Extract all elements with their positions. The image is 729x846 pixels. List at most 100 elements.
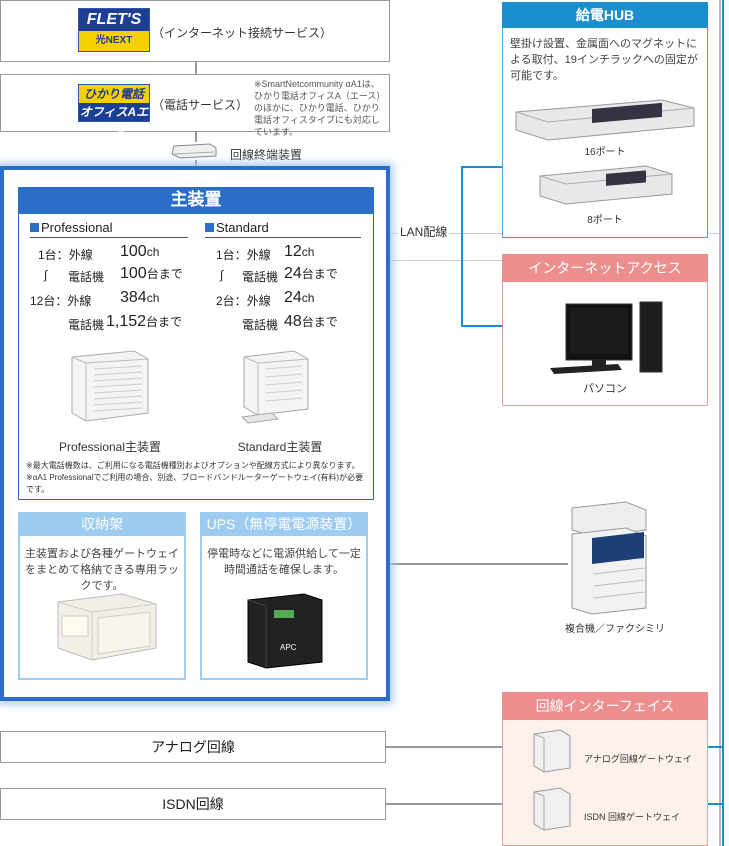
std-row2-val: 24台まで xyxy=(284,265,338,283)
pro-row4-item: 電話機 xyxy=(68,316,104,333)
pro-row2-count: ∫ xyxy=(44,268,48,282)
hikari-logo-top: ひかり電話 xyxy=(79,85,149,103)
hikari-box xyxy=(0,74,390,132)
link-hub-horizontal xyxy=(461,166,503,168)
pro-row4-val: 1,152台まで xyxy=(106,313,182,331)
std-row4-item: 電話機 xyxy=(242,316,278,333)
std-row1: 1台：外線 xyxy=(216,246,271,263)
isdn-line-box: ISDN回線 xyxy=(0,788,386,820)
link-hub-pc-vertical xyxy=(461,166,463,326)
standard-device-image xyxy=(238,347,318,427)
std-row1-item: 外線 xyxy=(246,248,271,262)
professional-device-image xyxy=(64,347,154,427)
ups-image: APC xyxy=(242,590,326,670)
std-row1-count: 1台： xyxy=(216,248,247,262)
flets-logo: FLET'S 光NEXT xyxy=(78,8,150,52)
line-interface-title: 回線インターフェイス xyxy=(502,692,708,720)
mfp-caption: 複合機／ファクシミリ xyxy=(565,624,665,635)
std-row3-value: 24 xyxy=(284,289,302,306)
hub-title: 給電HUB xyxy=(502,2,708,28)
internet-title: インターネットアクセス xyxy=(502,254,708,282)
pro-row2-item-text: 電話機 xyxy=(68,270,105,284)
link-lan-bottom xyxy=(390,260,502,261)
main-title: 主装置 xyxy=(18,187,374,213)
pc-image xyxy=(548,298,668,378)
standard-caption: Standard主装置 xyxy=(237,440,323,454)
std-row2-unit: 台まで xyxy=(301,267,338,281)
pro-row3-count: 12台： xyxy=(30,294,68,308)
pro-row2-unit: 台まで xyxy=(146,267,183,281)
std-row2-value: 24 xyxy=(284,265,302,282)
professional-heading: Professional xyxy=(30,220,113,235)
pro-row3-value: 384 xyxy=(120,289,147,306)
analog-gateway-image xyxy=(530,726,574,774)
ups-brand: APC xyxy=(280,643,297,652)
onu-device-icon xyxy=(170,142,218,160)
pro-row3: 12台：外線 xyxy=(30,292,91,309)
std-row1-unit: ch xyxy=(301,245,315,259)
std-row4-value: 48 xyxy=(284,313,302,330)
flets-box xyxy=(0,0,390,62)
link-right-vertical xyxy=(719,0,721,846)
pro-row1-val: 100ch xyxy=(120,243,159,261)
pro-row3-item: 外線 xyxy=(67,294,92,308)
link-analog xyxy=(386,746,536,748)
std-row2: ∫ xyxy=(220,268,223,282)
pro-row2-item: 電話機 xyxy=(68,268,104,285)
standard-heading-text: Standard xyxy=(216,220,269,235)
hikari-label: （電話サービス） xyxy=(152,98,249,112)
professional-divider xyxy=(30,237,188,238)
standard-divider xyxy=(205,237,361,238)
mfp-image xyxy=(566,500,652,616)
link-isdn xyxy=(386,803,536,805)
hikari-logo-bottom: オフィスAエース xyxy=(79,103,149,137)
pro-row2: ∫ xyxy=(44,268,47,282)
std-row4-val: 48台まで xyxy=(284,313,338,331)
isdn-gateway-image xyxy=(530,784,574,832)
rack-image xyxy=(52,590,162,670)
hub16-image xyxy=(512,96,698,142)
analog-gateway-label: アナログ回線ゲートウェイ xyxy=(584,754,692,764)
square-bullet-icon xyxy=(30,223,39,232)
hub8-caption: 8ポート xyxy=(587,215,623,226)
hikari-logo: ひかり電話 オフィスAエース xyxy=(78,84,150,137)
hub8-image xyxy=(536,162,676,208)
pro-row2-value: 100 xyxy=(120,265,147,282)
main-inner-frame xyxy=(18,213,374,500)
std-row1-val: 12ch xyxy=(284,243,314,261)
pro-row3-unit: ch xyxy=(146,291,160,305)
flets-label: （インターネット接続サービス） xyxy=(152,26,333,40)
link-flets-hikari xyxy=(195,62,197,74)
link-main-mfp xyxy=(388,563,568,565)
std-row4-item-text: 電話機 xyxy=(242,318,279,332)
std-row2-item: 電話機 xyxy=(242,268,278,285)
pc-caption: パソコン xyxy=(583,383,627,395)
analog-line-label: アナログ回線 xyxy=(151,739,235,755)
hikari-note: ※SmartNetcommunity αA1は、ひかり電話オフィスA（エース）の… xyxy=(254,79,386,137)
hub-desc: 壁掛け設置、金属面へのマグネットによる取付、19インチラックへの固定が可能です。 xyxy=(510,38,698,82)
standard-heading: Standard xyxy=(205,220,269,235)
pro-row1-item: 外線 xyxy=(68,248,93,262)
link-onu-main xyxy=(195,160,197,168)
pro-row4-value: 1,152 xyxy=(106,313,147,330)
std-row2-item-text: 電話機 xyxy=(242,270,279,284)
square-bullet-icon xyxy=(205,223,214,232)
hub16-caption: 16ポート xyxy=(584,147,626,158)
std-row3-count: 2台： xyxy=(216,294,247,308)
pro-row1: 1台：外線 xyxy=(38,246,93,263)
std-row1-value: 12 xyxy=(284,243,302,260)
professional-caption: Professional主装置 xyxy=(58,440,162,454)
professional-heading-text: Professional xyxy=(41,220,113,235)
std-row2-count: ∫ xyxy=(220,268,224,282)
pro-row1-unit: ch xyxy=(146,245,160,259)
std-row3-unit: ch xyxy=(301,291,315,305)
pro-row2-val: 100台まで xyxy=(120,265,183,283)
ups-desc: 停電時などに電源供給して一定時間通話を確保します。 xyxy=(207,548,361,576)
main-note-2: ※αA1 Professionalでご利用の場合、別途、ブロードバンドルーターゲ… xyxy=(26,473,364,494)
std-row4-unit: 台まで xyxy=(301,315,338,329)
rack-desc: 主装置および各種ゲートウェイをまとめて格納できる専用ラックです。 xyxy=(25,548,179,592)
link-hikari-onu xyxy=(195,132,197,142)
pro-row1-count: 1台： xyxy=(38,248,69,262)
ups-title: UPS（無停電電源装置） xyxy=(200,512,368,536)
link-hub-right-vertical xyxy=(722,0,724,846)
